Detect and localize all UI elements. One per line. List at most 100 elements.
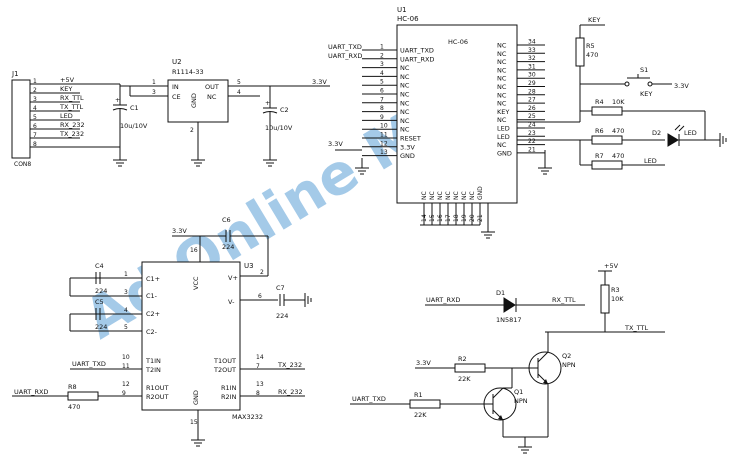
u1-pin-num: 4 xyxy=(380,70,384,77)
ground-symbol xyxy=(719,133,727,147)
u1-pin-name: NC xyxy=(400,91,410,99)
u3-pin-11: 11 xyxy=(122,363,130,370)
u3-vcc-net: 3.3V xyxy=(172,227,187,235)
j1-ref: J1 xyxy=(11,70,19,78)
q1-ref: Q1 xyxy=(514,388,523,396)
u1-pin-num: 22 xyxy=(528,138,536,145)
u1-pin-name: GND xyxy=(497,149,512,157)
u1-pin-num: 24 xyxy=(528,122,536,129)
u1-pin-name: NC xyxy=(400,126,410,134)
u2-pin-5: 5 xyxy=(237,79,241,86)
u1-pin-num: 23 xyxy=(528,130,536,137)
u1-pin-num: 21 xyxy=(528,146,536,153)
r7-ref: R7 xyxy=(595,152,604,160)
u2-out: OUT xyxy=(205,83,219,91)
c7-value: 224 xyxy=(276,312,288,320)
r1-value: 22K xyxy=(414,411,427,419)
u1-pin-num: 15 xyxy=(429,214,436,222)
d2-ref: D2 xyxy=(652,129,661,137)
level-shift-circuit: UART_RXD D1 1N5817 RX_TTL +5V R3 10K TX_… xyxy=(350,262,665,454)
u3-body xyxy=(141,261,241,411)
u1-pin-name: LED xyxy=(497,125,510,133)
u1-pin-num: 12 xyxy=(380,140,388,147)
u3-pin-5: 5 xyxy=(124,324,128,331)
resistor-r5 xyxy=(575,37,585,67)
r8-value: 470 xyxy=(68,403,80,411)
u1-pin-num: 27 xyxy=(528,97,536,104)
u1-pin-name: NC xyxy=(400,82,410,90)
j1-net-rx-ttl: RX_TTL xyxy=(60,94,84,102)
u1-pin-name: KEY xyxy=(497,108,509,116)
key-net-label: KEY xyxy=(588,16,600,24)
u3-pin-16: 16 xyxy=(190,247,198,254)
j1-net-rx-232: RX_232 xyxy=(60,121,85,129)
j1-name: CON8 xyxy=(14,161,31,168)
ground-symbol xyxy=(518,446,532,454)
u3-pin-2: 2 xyxy=(260,269,264,276)
u3-t-out-net: TX_232 xyxy=(277,361,302,369)
ground-symbol xyxy=(538,167,552,175)
u1-pin-num: 9 xyxy=(380,114,384,121)
u3-t1out: T1OUT xyxy=(213,357,236,365)
d1-ref: D1 xyxy=(496,289,505,297)
c2-ref: C2 xyxy=(280,106,289,114)
u1-pin-name: NC xyxy=(437,191,444,200)
r4-value: 10K xyxy=(612,98,625,106)
u3-pin-14: 14 xyxy=(256,354,264,361)
u3-r1in: R1IN xyxy=(221,384,237,392)
r3-ref: R3 xyxy=(611,286,620,294)
u1-body xyxy=(396,24,518,204)
u3-c1m: C1- xyxy=(146,292,158,300)
u1-pin-name: UART_TXD xyxy=(400,47,434,55)
u3-pin-13: 13 xyxy=(256,381,264,388)
ground-symbol xyxy=(481,231,495,239)
u1-pin-num: 19 xyxy=(461,214,468,222)
u1-pin-num: 5 xyxy=(380,79,384,86)
u3-pin-10: 10 xyxy=(122,354,130,361)
u3-ref: U3 xyxy=(244,262,254,270)
u1-pin-num: 2 xyxy=(380,52,384,59)
j1-body xyxy=(11,79,31,159)
resistor-r2 xyxy=(454,363,486,373)
u1-pin-net: 3.3V xyxy=(328,140,343,148)
u1-pin-name: NC xyxy=(497,42,507,50)
u3-t1in: T1IN xyxy=(145,357,161,365)
d1-net-out: RX_TTL xyxy=(552,296,576,304)
r1-ref: R1 xyxy=(414,391,423,399)
u3-r-in-net: RX_232 xyxy=(278,388,303,396)
u1-pin-name: NC xyxy=(469,191,476,200)
q2-type: NPN xyxy=(562,361,576,369)
r5-value: 470 xyxy=(586,51,598,59)
u1-pin-num: 33 xyxy=(528,47,536,54)
ground-symbol xyxy=(304,293,312,307)
u1-pin-name: NC xyxy=(400,64,410,72)
u1-pin-name: NC xyxy=(400,99,410,107)
connector-j1: J1 CON8 1 2 3 4 5 6 7 8 +5V KEY RX_TTL T… xyxy=(11,70,127,168)
u1-pin-name: NC xyxy=(497,91,507,99)
d2-label: LED xyxy=(684,129,697,137)
u1-pin-name: GND xyxy=(400,152,415,160)
u2-body xyxy=(167,79,229,123)
u1-pin-name: NC xyxy=(497,75,507,83)
u2-ref: U2 xyxy=(172,58,182,66)
u3-pin-3: 3 xyxy=(124,289,128,296)
r2-value: 22K xyxy=(458,375,471,383)
u1-pin-name: NC xyxy=(429,191,436,200)
u1-pin-num: 1 xyxy=(380,44,384,51)
u1-pin-num: 28 xyxy=(528,88,536,95)
tx-ttl-net: TX_TTL xyxy=(624,324,649,332)
j1-net-key: KEY xyxy=(60,85,72,93)
capacitor-c7 xyxy=(279,294,305,306)
j1-net-led: LED xyxy=(60,112,73,120)
c4-ref: C4 xyxy=(95,262,104,270)
u1-pin-num: 6 xyxy=(380,88,384,95)
resistor-r7 xyxy=(591,160,623,170)
r8-ref: R8 xyxy=(68,383,77,391)
j1-pin-8: 8 xyxy=(33,141,37,148)
u1-pin-name: RESET xyxy=(400,135,421,143)
u1-pin-name: NC xyxy=(400,117,410,125)
diode-d1 xyxy=(503,297,517,313)
